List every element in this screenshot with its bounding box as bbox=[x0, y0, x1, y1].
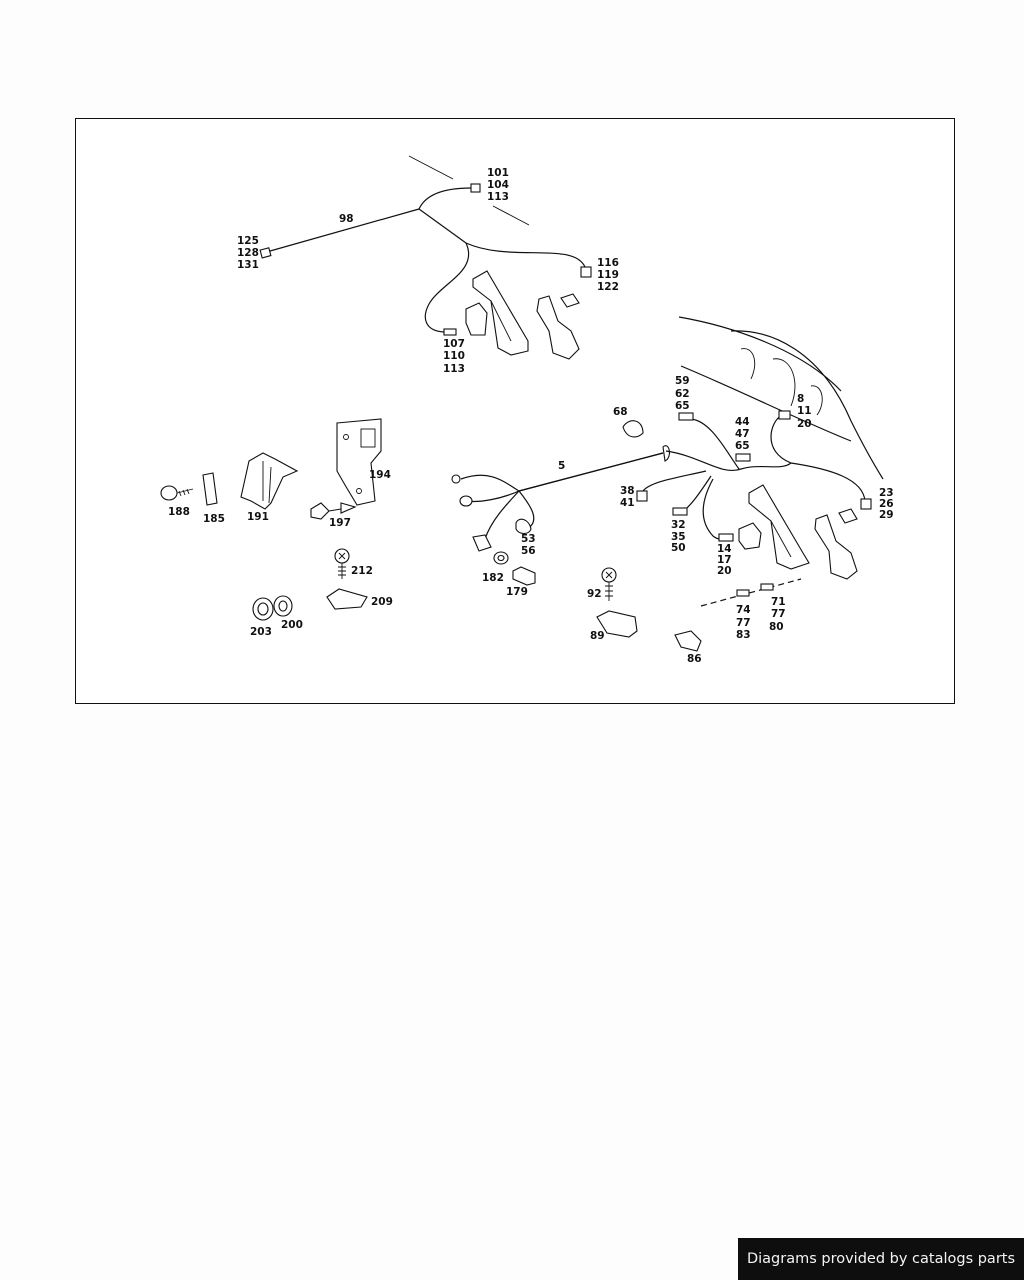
part-label-80: 80 bbox=[769, 621, 784, 633]
part-label-47: 47 bbox=[735, 428, 750, 440]
part-label-182: 182 bbox=[482, 572, 504, 584]
part-label-188: 188 bbox=[168, 506, 190, 518]
part-label-104: 104 bbox=[487, 179, 509, 191]
part-label-68: 68 bbox=[613, 406, 628, 418]
wiring-harness-exploded-diagram: 98 101 104 113 125 128 131 116 119 122 1… bbox=[160, 155, 894, 665]
part-label-8: 8 bbox=[797, 393, 804, 405]
part-label-17: 17 bbox=[717, 554, 732, 566]
part-label-65-b: 65 bbox=[735, 440, 750, 452]
part-label-89: 89 bbox=[590, 630, 605, 642]
part-label-200: 200 bbox=[281, 619, 303, 631]
part-label-56: 56 bbox=[521, 545, 536, 557]
part-label-20-b: 20 bbox=[717, 565, 732, 577]
part-label-38: 38 bbox=[620, 485, 635, 497]
part-label-5: 5 bbox=[558, 460, 565, 472]
hardware-parts bbox=[160, 418, 702, 652]
part-label-62: 62 bbox=[675, 388, 690, 400]
part-label-212: 212 bbox=[351, 565, 373, 577]
part-label-194: 194 bbox=[369, 469, 391, 481]
part-label-50: 50 bbox=[671, 542, 686, 554]
part-label-101: 101 bbox=[487, 167, 509, 179]
part-label-41: 41 bbox=[620, 497, 635, 509]
part-label-74: 74 bbox=[736, 604, 751, 616]
part-label-131: 131 bbox=[237, 259, 259, 271]
part-label-122: 122 bbox=[597, 281, 619, 293]
part-label-197: 197 bbox=[329, 517, 351, 529]
part-label-11: 11 bbox=[797, 405, 812, 417]
part-label-65: 65 bbox=[675, 400, 690, 412]
part-label-44: 44 bbox=[735, 416, 750, 428]
part-label-83: 83 bbox=[736, 629, 751, 641]
part-label-23: 23 bbox=[879, 487, 894, 499]
part-label-77-b: 77 bbox=[736, 617, 751, 629]
part-label-209: 209 bbox=[371, 596, 393, 608]
part-label-98: 98 bbox=[339, 213, 354, 225]
part-label-125: 125 bbox=[237, 235, 259, 247]
part-label-77: 77 bbox=[771, 608, 786, 620]
part-label-86: 86 bbox=[687, 653, 702, 665]
part-label-110: 110 bbox=[443, 350, 465, 362]
part-label-32: 32 bbox=[671, 519, 686, 531]
part-label-92: 92 bbox=[587, 588, 602, 600]
part-label-71: 71 bbox=[771, 596, 786, 608]
part-label-29: 29 bbox=[879, 509, 894, 521]
main-wiring-harness bbox=[451, 410, 872, 607]
part-label-59: 59 bbox=[675, 375, 690, 387]
part-label-113-b: 113 bbox=[443, 363, 465, 375]
part-label-107: 107 bbox=[443, 338, 465, 350]
part-label-179: 179 bbox=[506, 586, 528, 598]
part-label-128: 128 bbox=[237, 247, 259, 259]
part-label-116: 116 bbox=[597, 257, 619, 269]
part-label-14: 14 bbox=[717, 543, 732, 555]
diagram-credit-banner: Diagrams provided by catalogs parts bbox=[738, 1238, 1024, 1280]
part-label-20: 20 bbox=[797, 418, 812, 430]
parts-diagram-frame: 98 101 104 113 125 128 131 116 119 122 1… bbox=[75, 118, 955, 704]
dashboard-outline bbox=[678, 316, 884, 480]
part-label-113: 113 bbox=[487, 191, 509, 203]
part-label-119: 119 bbox=[597, 269, 619, 281]
part-callout-labels: 98 101 104 113 125 128 131 116 119 122 1… bbox=[168, 167, 894, 665]
part-label-203: 203 bbox=[250, 626, 272, 638]
part-label-185: 185 bbox=[203, 513, 225, 525]
upper-wiring-harness bbox=[259, 155, 592, 360]
part-label-191: 191 bbox=[247, 511, 269, 523]
part-label-26: 26 bbox=[879, 498, 894, 510]
part-label-53: 53 bbox=[521, 533, 536, 545]
part-label-35: 35 bbox=[671, 531, 686, 543]
